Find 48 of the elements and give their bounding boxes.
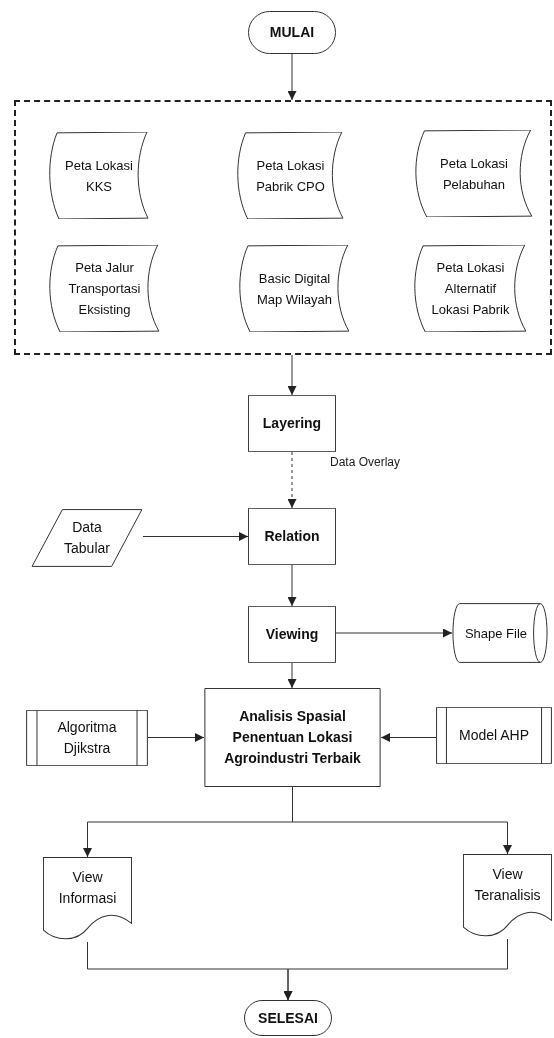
map-data-shape — [237, 132, 344, 219]
arrow — [283, 938, 508, 1001]
process-box — [204, 688, 381, 787]
node-text: Peta Lokasi Pabrik CPO — [255, 156, 326, 196]
node-text: Algoritma Djikstra — [56, 718, 118, 758]
node-text: Peta Lokasi Alternatif Lokasi Pabrik — [430, 259, 511, 319]
terminator-shape — [244, 1000, 332, 1036]
arrow — [287, 662, 297, 689]
node-text: Viewing — [265, 625, 319, 644]
arrow — [287, 451, 297, 509]
node-text: Peta Lokasi Pelabuhan — [439, 154, 509, 194]
dashed-group-box — [14, 100, 552, 355]
arrow — [287, 354, 297, 396]
map-data-shape — [414, 245, 527, 332]
node-text: Model AHP — [458, 726, 529, 745]
arrow — [287, 53, 297, 101]
node-text: Shape File — [464, 624, 528, 643]
node-text: SELESAI — [258, 1008, 318, 1028]
node-text: MULAI — [269, 23, 315, 42]
process-box — [248, 508, 336, 565]
storage-cylinder — [452, 603, 548, 663]
predefined-process-box — [436, 707, 552, 764]
document-shape — [463, 854, 552, 939]
node-text: Basic Digital Map Wilayah — [255, 269, 334, 309]
process-box — [248, 606, 336, 663]
arrow — [142, 532, 249, 541]
input-parallelogram — [31, 509, 143, 567]
node-text: View Teranalisis — [473, 864, 542, 905]
document-shape — [43, 857, 132, 942]
arrow — [380, 733, 437, 742]
node-text: Peta Lokasi KKS — [64, 156, 134, 196]
process-box — [248, 395, 336, 452]
terminator-shape — [248, 11, 336, 54]
node-text: Layering — [262, 414, 322, 433]
node-text: Peta Jalur Transportasi Eksisting — [67, 259, 142, 319]
arrow — [335, 628, 453, 638]
edge-label: Data Overlay — [328, 454, 403, 470]
arrow — [147, 733, 205, 742]
map-data-shape — [239, 245, 350, 332]
map-data-shape — [49, 132, 149, 219]
map-data-shape — [415, 130, 533, 217]
node-text: Relation — [264, 527, 320, 546]
node-text: View Informasi — [57, 867, 118, 908]
node-text: Analisis Spasial Penentuan Lokasi Agroindustri Terbaik — [223, 707, 362, 768]
arrow — [287, 564, 297, 607]
map-data-shape — [49, 245, 160, 332]
node-text: Data Tabular — [63, 518, 111, 558]
predefined-process-box — [26, 710, 148, 766]
